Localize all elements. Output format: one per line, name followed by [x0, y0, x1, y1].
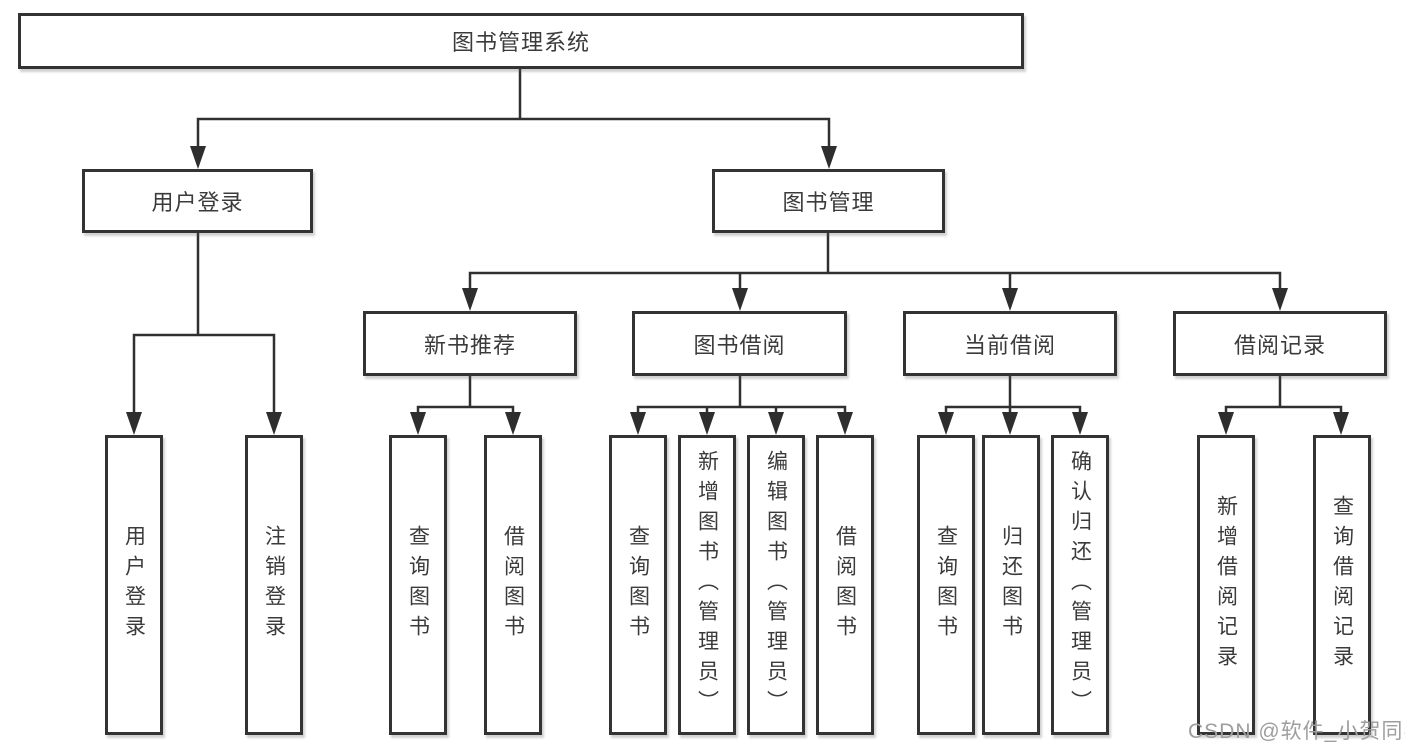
leaf-label: 用户登录 [122, 525, 146, 645]
branch-borrow-records [1218, 376, 1349, 435]
leaf-borrow-books: 借阅图书 [816, 435, 874, 735]
branch-book-management [462, 233, 1288, 311]
leaf-label: 归还图书 [999, 525, 1023, 645]
node-book-borrow: 图书借阅 [632, 311, 847, 376]
leaf-add-books-admin: 新增图书（管理员） [678, 435, 736, 735]
branch-user-login [126, 233, 282, 435]
leaf-label: 新增借阅记录 [1214, 495, 1238, 675]
leaf-label: 借阅图书 [501, 525, 525, 645]
leaf-label: 查询借阅记录 [1330, 495, 1354, 675]
leaf-user-login: 用户登录 [105, 435, 163, 735]
branch-new-book-recommend [410, 376, 521, 435]
leaf-edit-books-admin: 编辑图书（管理员） [747, 435, 805, 735]
leaf-query-borrow-record: 查询借阅记录 [1313, 435, 1371, 735]
leaf-confirm-return-admin: 确认归还（管理员） [1051, 435, 1109, 735]
node-borrow-records: 借阅记录 [1173, 311, 1387, 376]
leaf-label: 查询图书 [406, 525, 430, 645]
leaf-label: 借阅图书 [833, 525, 857, 645]
csdn-watermark: CSDN @软件_小贺同学 [1188, 720, 1405, 743]
leaf-add-borrow-record: 新增借阅记录 [1197, 435, 1255, 735]
leaf-label: 新增图书（管理员） [695, 450, 719, 720]
node-user-login: 用户登录 [82, 169, 313, 233]
node-book-management: 图书管理 [712, 169, 945, 233]
leaf-borrow-books-recommend: 借阅图书 [484, 435, 542, 735]
branch-root [190, 69, 837, 169]
leaf-query-books-recommend: 查询图书 [389, 435, 447, 735]
leaf-label: 编辑图书（管理员） [764, 450, 788, 720]
node-root-library-system: 图书管理系统 [18, 13, 1024, 69]
leaf-label: 查询图书 [934, 525, 958, 645]
leaf-label: 确认归还（管理员） [1068, 450, 1092, 720]
branch-current-borrow [938, 376, 1088, 435]
leaf-label: 注销登录 [262, 525, 286, 645]
node-new-book-recommend: 新书推荐 [363, 311, 577, 376]
leaf-label: 查询图书 [626, 525, 650, 645]
leaf-query-books-current: 查询图书 [917, 435, 975, 735]
branch-book-borrow [630, 376, 853, 435]
node-current-borrow: 当前借阅 [903, 311, 1117, 376]
leaf-return-books: 归还图书 [982, 435, 1040, 735]
leaf-logout: 注销登录 [245, 435, 303, 735]
leaf-query-books-borrow: 查询图书 [609, 435, 667, 735]
